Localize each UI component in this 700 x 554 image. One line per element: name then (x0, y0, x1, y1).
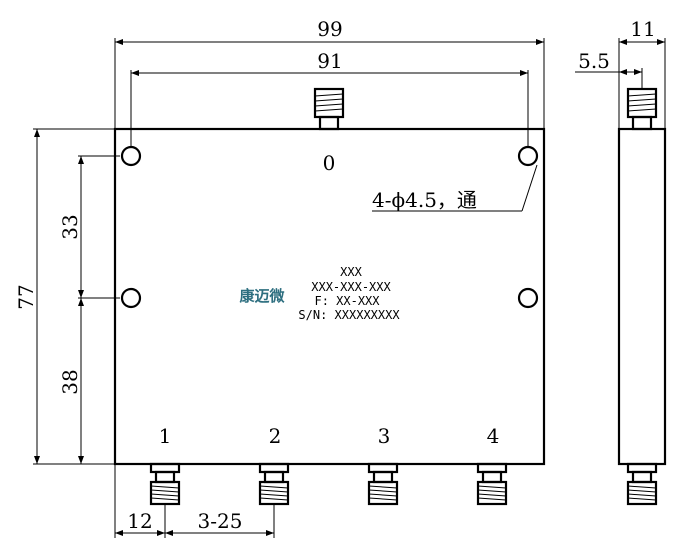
dim-hole-vertical: 33 38 (58, 155, 120, 464)
side-view: 11 5.5 (575, 17, 667, 506)
port-label-output: 1 (159, 424, 172, 448)
mounting-hole (517, 145, 539, 167)
port-label-output: 3 (378, 424, 391, 448)
brand-logo: 康迈微 (239, 287, 285, 305)
output-connector (367, 462, 399, 506)
port-label-input: 0 (323, 151, 336, 175)
side-bottom-connector (626, 462, 658, 506)
svg-text:38: 38 (58, 369, 82, 394)
side-housing (617, 127, 667, 466)
svg-text:77: 77 (14, 284, 38, 309)
svg-text:11: 11 (630, 17, 655, 41)
dim-thickness: 11 (618, 17, 666, 129)
dim-port-spacing: 12 3-25 (114, 464, 275, 538)
output-connector (258, 462, 290, 506)
dim-connector-offset: 5.5 (575, 49, 643, 90)
svg-text:99: 99 (317, 17, 342, 41)
input-connector (313, 87, 345, 131)
hole-note-text: 4-ϕ4.5，通 (372, 188, 477, 212)
port-label-output: 4 (487, 424, 500, 448)
dim-hole-spacing: 91 (130, 49, 529, 146)
port-label-output: 2 (269, 424, 282, 448)
svg-text:12: 12 (127, 509, 152, 533)
label-line: S/N: XXXXXXXXX (298, 308, 400, 322)
dim-width: 99 (114, 17, 545, 129)
svg-text:91: 91 (317, 49, 342, 73)
mounting-hole (517, 287, 539, 309)
label-line: XXX-XXX-XXX (311, 280, 391, 294)
mounting-hole (120, 145, 142, 167)
hole-note: 4-ϕ4.5，通 (372, 164, 538, 212)
dim-height: 77 (14, 128, 115, 465)
output-connector (149, 462, 181, 506)
label-line: XXX (340, 265, 362, 279)
label-line: F: XX-XXX (314, 294, 380, 308)
output-connector (476, 462, 508, 506)
svg-text:5.5: 5.5 (578, 49, 610, 73)
product-label: 康迈微 XXX XXX-XXX-XXX F: XX-XXX S/N: XXXXX… (239, 265, 400, 322)
svg-text:3-25: 3-25 (198, 509, 243, 533)
side-top-connector (626, 87, 658, 131)
front-view: 0 1 2 3 4 康迈微 XXX XXX-XXX-XXX F: XX-XXX … (14, 17, 546, 538)
svg-text:33: 33 (58, 214, 82, 239)
mounting-hole (120, 287, 142, 309)
